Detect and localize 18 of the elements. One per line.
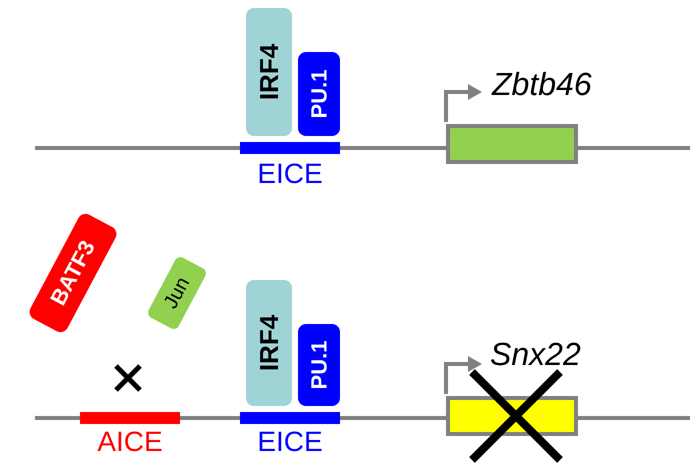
protein-label: IRF4: [256, 314, 282, 372]
protein-pill: [246, 8, 292, 136]
protein-pill: [298, 52, 340, 136]
gene-name: Snx22: [490, 338, 582, 370]
element-label: EICE: [256, 428, 324, 456]
protein-label: PU.1: [308, 70, 330, 118]
gene-name: Zbtb46: [492, 68, 593, 100]
binding-element-bar: [80, 412, 180, 424]
protein-label: Jun: [160, 274, 194, 312]
protein-pill: [246, 280, 292, 406]
binding-element-bar: [240, 412, 340, 424]
protein-label: PU.1: [308, 340, 330, 390]
protein-pill: [298, 324, 340, 406]
gene-box: [446, 124, 578, 164]
binding-element-bar: [240, 142, 340, 154]
element-label: AICE: [96, 428, 164, 456]
protein-label: IRF4: [256, 44, 282, 100]
element-label: EICE: [256, 160, 324, 188]
